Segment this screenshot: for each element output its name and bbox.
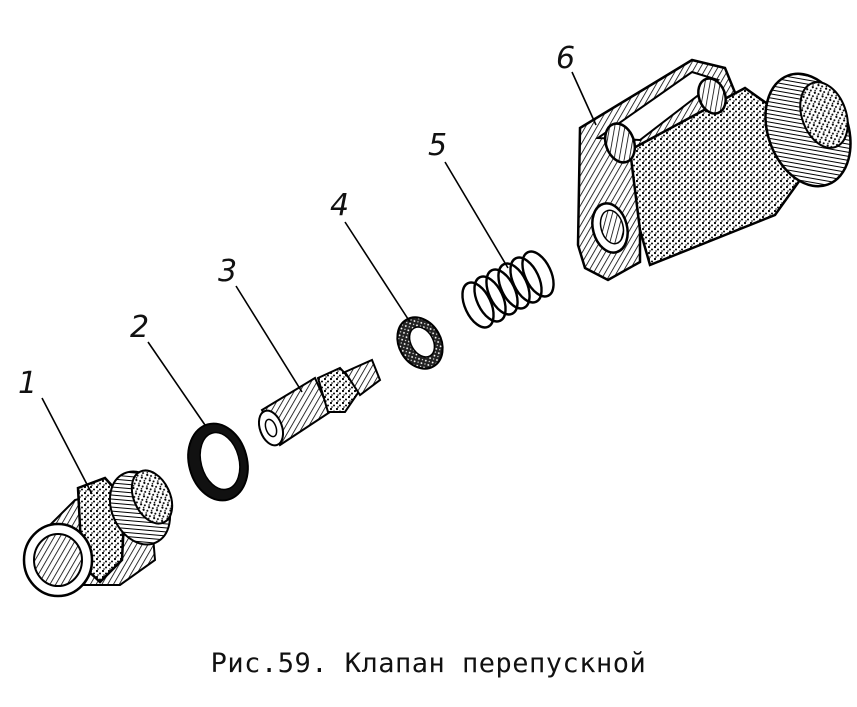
part-1-union-fitting [22, 469, 174, 598]
part-3-valve-plunger [257, 358, 382, 447]
figure-caption: Рис.59. Клапан перепускной [210, 648, 647, 679]
callout-1: 1 [18, 366, 37, 401]
part-6-valve-body [576, 58, 852, 282]
leader-line-2 [147, 341, 206, 426]
leader-line-1 [41, 397, 93, 495]
callout-leader-lines [41, 71, 597, 495]
callout-4: 4 [330, 188, 349, 223]
exploded-view-drawing: 1 2 3 4 5 6 [18, 41, 852, 598]
leader-line-4 [344, 221, 411, 323]
callout-2: 2 [130, 310, 149, 345]
callout-5: 5 [428, 128, 447, 163]
leader-line-5 [444, 161, 509, 269]
leader-line-3 [235, 285, 303, 393]
leader-line-6 [571, 71, 597, 126]
callout-3: 3 [218, 254, 237, 289]
part-2-sealing-washer [187, 422, 249, 502]
callout-6: 6 [556, 41, 575, 76]
part-4-ring-washer [396, 316, 444, 370]
part-5-compression-spring [461, 250, 555, 329]
